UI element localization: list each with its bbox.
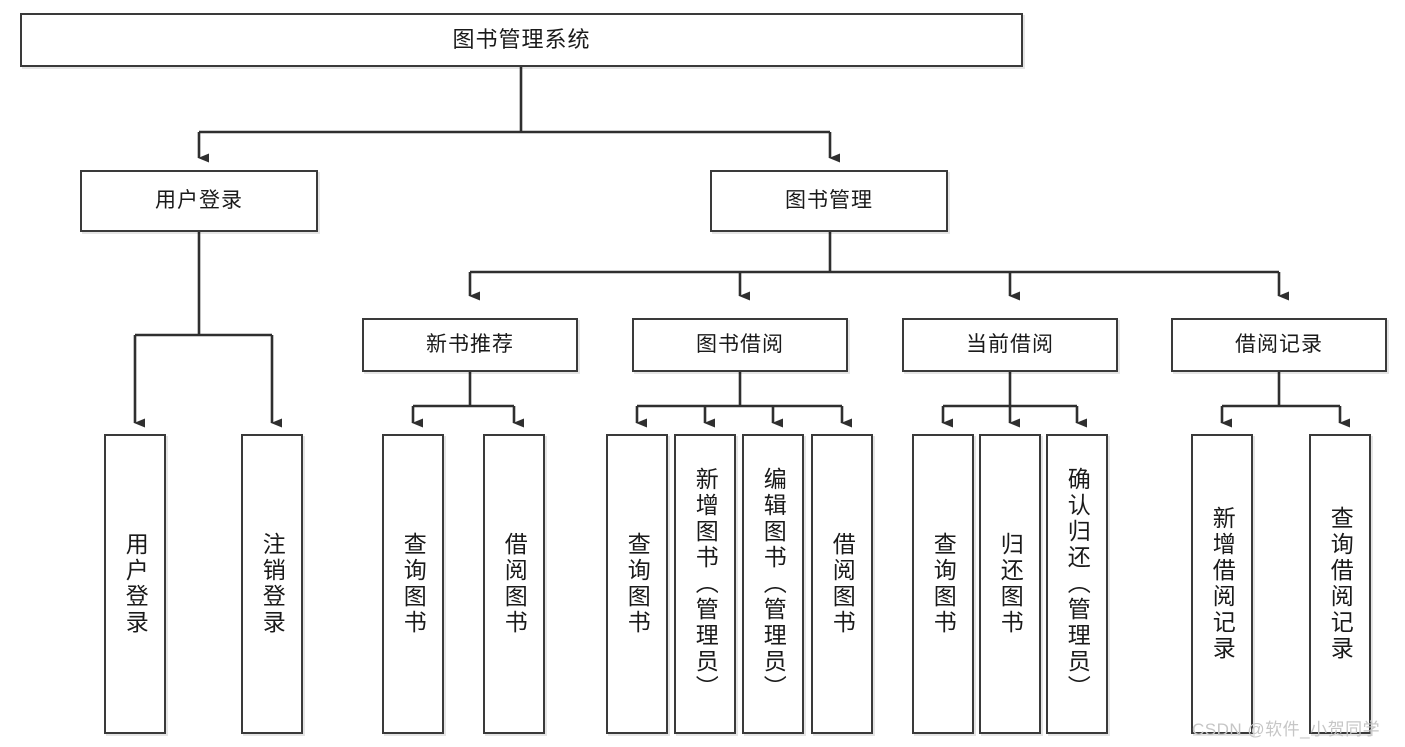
node-leaf-add-book[interactable]: 新增图书（管理员） [674, 434, 736, 734]
node-leaf-edit-book-label: 编辑图书（管理员） [760, 467, 787, 701]
node-leaf-query-book-1[interactable]: 查询图书 [382, 434, 444, 734]
node-leaf-return-book[interactable]: 归还图书 [979, 434, 1041, 734]
node-leaf-logout-login[interactable]: 注销登录 [241, 434, 303, 734]
node-leaf-return-book-label: 归还图书 [997, 532, 1024, 636]
node-leaf-confirm-return[interactable]: 确认归还（管理员） [1046, 434, 1108, 734]
node-leaf-borrow-book-1[interactable]: 借阅图书 [483, 434, 545, 734]
node-book-borrow[interactable]: 图书借阅 [632, 318, 848, 372]
node-leaf-query-book-2[interactable]: 查询图书 [606, 434, 668, 734]
node-user-login[interactable]: 用户登录 [80, 170, 318, 232]
node-leaf-query-record[interactable]: 查询借阅记录 [1309, 434, 1371, 734]
node-leaf-query-record-label: 查询借阅记录 [1327, 506, 1354, 662]
node-leaf-confirm-return-label: 确认归还（管理员） [1064, 467, 1091, 701]
node-borrow-record-label: 借阅记录 [1235, 332, 1323, 356]
node-leaf-borrow-book-2-label: 借阅图书 [829, 532, 856, 636]
node-book-borrow-label: 图书借阅 [696, 332, 784, 356]
node-leaf-add-book-label: 新增图书（管理员） [692, 467, 719, 701]
node-leaf-borrow-book-2[interactable]: 借阅图书 [811, 434, 873, 734]
node-book-management[interactable]: 图书管理 [710, 170, 948, 232]
node-leaf-logout-login-label: 注销登录 [259, 532, 286, 636]
node-current-borrow[interactable]: 当前借阅 [902, 318, 1118, 372]
node-leaf-query-book-1-label: 查询图书 [400, 532, 427, 636]
node-current-borrow-label: 当前借阅 [966, 332, 1054, 356]
node-leaf-query-book-2-label: 查询图书 [624, 532, 651, 636]
node-user-login-label: 用户登录 [155, 188, 243, 212]
node-leaf-edit-book[interactable]: 编辑图书（管理员） [742, 434, 804, 734]
node-borrow-record[interactable]: 借阅记录 [1171, 318, 1387, 372]
node-leaf-query-book-3-label: 查询图书 [930, 532, 957, 636]
node-root[interactable]: 图书管理系统 [20, 13, 1023, 67]
node-book-management-label: 图书管理 [785, 188, 873, 212]
node-leaf-add-record[interactable]: 新增借阅记录 [1191, 434, 1253, 734]
node-root-label: 图书管理系统 [452, 27, 591, 53]
watermark-text: CSDN @软件_小贺同学 [1192, 720, 1381, 739]
node-new-book-recommend-label: 新书推荐 [426, 332, 514, 356]
node-leaf-query-book-3[interactable]: 查询图书 [912, 434, 974, 734]
node-new-book-recommend[interactable]: 新书推荐 [362, 318, 578, 372]
node-leaf-add-record-label: 新增借阅记录 [1209, 506, 1236, 662]
node-leaf-user-login[interactable]: 用户登录 [104, 434, 166, 734]
node-leaf-user-login-label: 用户登录 [122, 532, 149, 636]
node-leaf-borrow-book-1-label: 借阅图书 [501, 532, 528, 636]
